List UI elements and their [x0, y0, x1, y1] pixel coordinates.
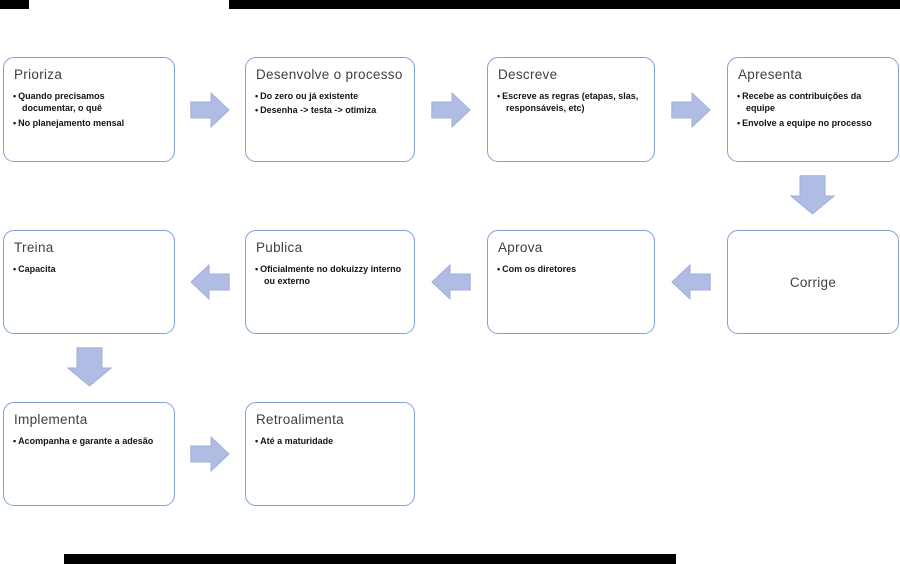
arrow-right-icon	[190, 436, 230, 472]
flow-box-prioriza: Prioriza Quando precisamos documentar, o…	[3, 57, 175, 162]
arrow-down-icon	[67, 347, 112, 387]
bullet-list: Quando precisamos documentar, o quê No p…	[13, 90, 165, 130]
bullet-item: Escreve as regras (etapas, slas, respons…	[497, 90, 645, 115]
bullet-list: Recebe as contribuições da equipe Envolv…	[737, 90, 889, 130]
flow-box-apresenta: Apresenta Recebe as contribuições da equ…	[727, 57, 899, 162]
bullet-list: Escreve as regras (etapas, slas, respons…	[497, 90, 645, 115]
flow-box-aprova: Aprova Com os diretores	[487, 230, 655, 334]
bullet-item: Acompanha e garante a adesão	[13, 435, 165, 448]
bullet-item: Até a maturidade	[255, 435, 405, 448]
arrow-right-icon	[190, 92, 230, 128]
flow-box-publica: Publica Oficialmente no dokuizzy interno…	[245, 230, 415, 334]
bullet-item: Desenha -> testa -> otimiza	[255, 104, 405, 117]
black-bar-bottom	[64, 554, 676, 564]
box-title: Treina	[14, 240, 54, 255]
bullet-list: Oficialmente no dokuizzy interno ou exte…	[255, 263, 405, 288]
arrow-left-icon	[671, 264, 711, 300]
flow-box-treina: Treina Capacita	[3, 230, 175, 334]
arrow-left-icon	[431, 264, 471, 300]
bullet-item: Quando precisamos documentar, o quê	[13, 90, 165, 115]
box-title: Apresenta	[738, 67, 803, 82]
box-title: Descreve	[498, 67, 558, 82]
arrow-right-icon	[671, 92, 711, 128]
flow-box-implementa: Implementa Acompanha e garante a adesão	[3, 402, 175, 506]
arrow-down-icon	[790, 175, 835, 215]
black-bar-top-left	[0, 0, 29, 9]
box-title: Desenvolve o processo	[256, 67, 403, 82]
flow-box-descreve: Descreve Escreve as regras (etapas, slas…	[487, 57, 655, 162]
bullet-item: No planejamento mensal	[13, 117, 165, 130]
bullet-list: Capacita	[13, 263, 165, 276]
arrow-right-icon	[431, 92, 471, 128]
flow-box-corrige: Corrige	[727, 230, 899, 334]
bullet-item: Oficialmente no dokuizzy interno ou exte…	[255, 263, 405, 288]
bullet-list: Acompanha e garante a adesão	[13, 435, 165, 448]
box-title: Publica	[256, 240, 303, 255]
box-title: Prioriza	[14, 67, 63, 82]
box-title: Corrige	[789, 275, 837, 291]
bullet-list: Até a maturidade	[255, 435, 405, 448]
box-title: Retroalimenta	[256, 412, 344, 427]
bullet-item: Do zero ou já existente	[255, 90, 405, 103]
arrow-left-icon	[190, 264, 230, 300]
bullet-item: Envolve a equipe no processo	[737, 117, 889, 130]
bullet-item: Capacita	[13, 263, 165, 276]
box-title: Aprova	[498, 240, 543, 255]
bullet-item: Com os diretores	[497, 263, 645, 276]
bullet-list: Do zero ou já existente Desenha -> testa…	[255, 90, 405, 117]
black-bar-top	[229, 0, 900, 9]
flow-box-retroalimenta: Retroalimenta Até a maturidade	[245, 402, 415, 506]
flow-box-desenvolve: Desenvolve o processo Do zero ou já exis…	[245, 57, 415, 162]
box-title: Implementa	[14, 412, 88, 427]
bullet-item: Recebe as contribuições da equipe	[737, 90, 889, 115]
bullet-list: Com os diretores	[497, 263, 645, 276]
